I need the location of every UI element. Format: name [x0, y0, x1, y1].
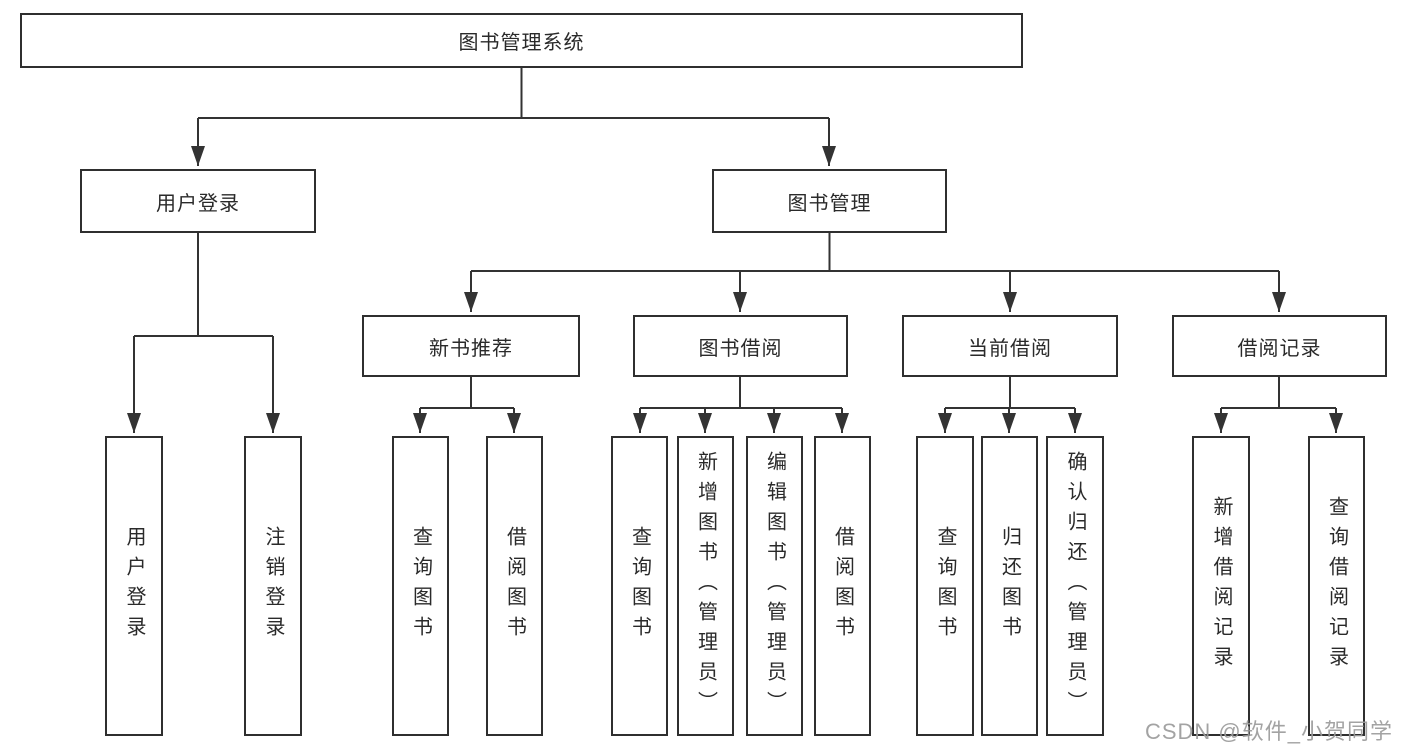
node-label: 图书借阅	[698, 337, 783, 360]
node-label: 查询图书	[409, 526, 432, 646]
node-borrowing-records: 借阅记录	[1172, 315, 1387, 377]
node-label: 编辑图书（管理员）	[763, 451, 786, 721]
node-label: 归还图书	[998, 526, 1021, 646]
node-leaf-user-login: 用户登录	[105, 436, 163, 736]
node-label: 查询图书	[628, 526, 651, 646]
node-leaf-logout: 注销登录	[244, 436, 302, 736]
node-user-login: 用户登录	[80, 169, 316, 233]
node-leaf-query-books-borrowing: 查询图书	[611, 436, 668, 736]
node-label: 用户登录	[156, 192, 240, 215]
node-library-management-system: 图书管理系统	[20, 13, 1023, 68]
watermark: CSDN @软件_小贺同学	[1144, 719, 1393, 744]
node-label: 图书管理	[787, 192, 872, 215]
node-current-borrowing: 当前借阅	[902, 315, 1118, 377]
node-leaf-add-books-admin: 新增图书（管理员）	[677, 436, 734, 736]
node-label: 用户登录	[123, 526, 145, 646]
node-label: 查询借阅记录	[1325, 496, 1348, 676]
node-label: 图书管理系统	[458, 32, 585, 54]
node-book-borrowing: 图书借阅	[633, 315, 848, 377]
node-leaf-add-borrow-record: 新增借阅记录	[1192, 436, 1250, 736]
node-label: 新书推荐	[429, 337, 513, 360]
node-leaf-borrow-books-recommend: 借阅图书	[486, 436, 543, 736]
node-leaf-edit-books-admin: 编辑图书（管理员）	[746, 436, 803, 736]
node-label: 新增图书（管理员）	[694, 451, 717, 721]
node-leaf-confirm-return-admin: 确认归还（管理员）	[1046, 436, 1104, 736]
node-label: 注销登录	[262, 526, 284, 646]
node-new-book-recommend: 新书推荐	[362, 315, 580, 377]
node-leaf-query-books-current: 查询图书	[916, 436, 974, 736]
node-book-management: 图书管理	[712, 169, 947, 233]
node-leaf-return-books: 归还图书	[981, 436, 1038, 736]
node-label: 新增借阅记录	[1210, 496, 1232, 676]
node-leaf-query-borrow-record: 查询借阅记录	[1308, 436, 1365, 736]
node-leaf-borrow-books-borrowing: 借阅图书	[814, 436, 871, 736]
node-leaf-query-books-recommend: 查询图书	[392, 436, 449, 736]
node-label: 确认归还（管理员）	[1064, 451, 1086, 721]
node-label: 当前借阅	[968, 337, 1052, 360]
node-label: 借阅记录	[1237, 337, 1322, 360]
node-label: 查询图书	[934, 526, 956, 646]
node-label: 借阅图书	[503, 526, 526, 646]
node-label: 借阅图书	[831, 526, 854, 646]
